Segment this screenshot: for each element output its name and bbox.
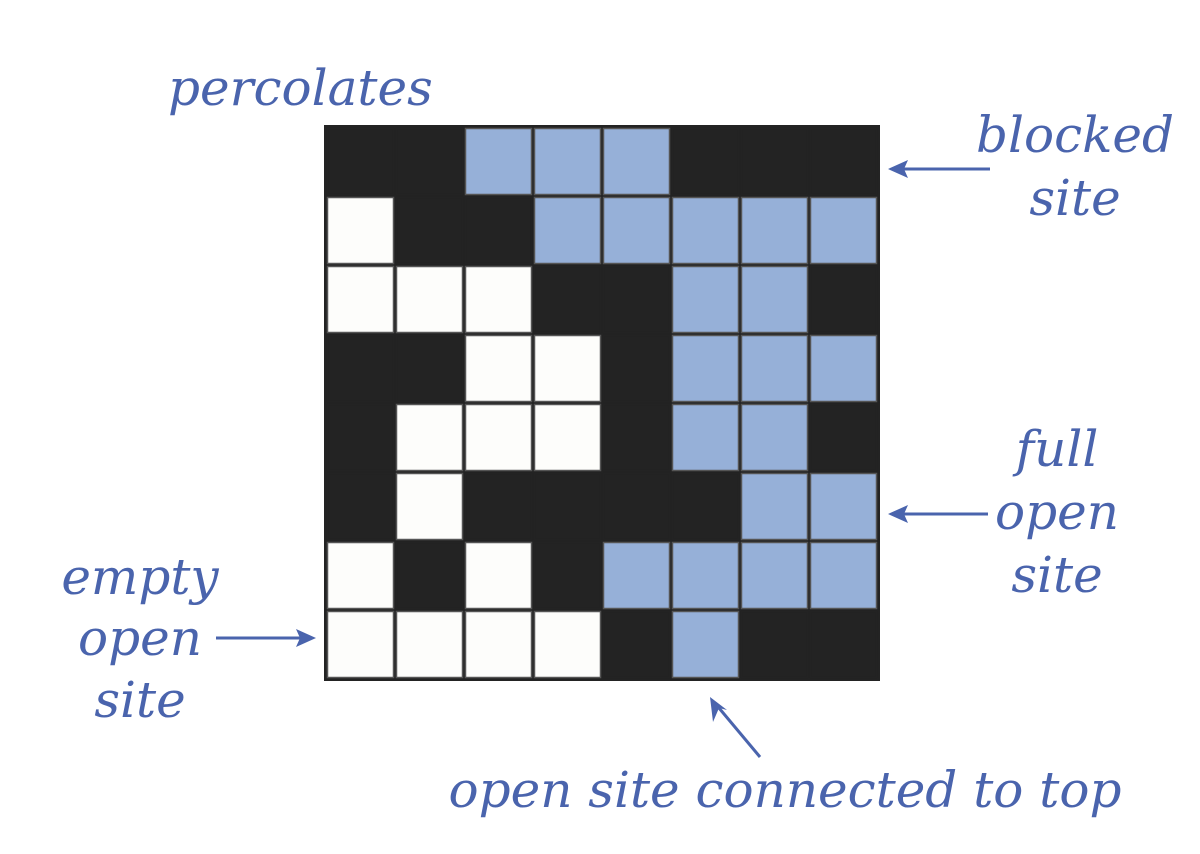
full-site-cell bbox=[671, 334, 740, 403]
blocked-site-cell bbox=[326, 403, 395, 472]
blocked-label-line-2: site bbox=[1029, 169, 1120, 227]
full-site-cell bbox=[740, 472, 809, 541]
empty-site-cell bbox=[533, 403, 602, 472]
blocked-site-cell bbox=[809, 265, 878, 334]
blocked-site-cell bbox=[395, 127, 464, 196]
blocked-site-cell bbox=[395, 196, 464, 265]
empty-site-cell bbox=[326, 541, 395, 610]
blocked-site-cell bbox=[395, 541, 464, 610]
full-site-cell bbox=[671, 610, 740, 679]
blocked-site-cell bbox=[464, 472, 533, 541]
full-site-cell bbox=[740, 541, 809, 610]
full-site-cell bbox=[809, 334, 878, 403]
empty-site-cell bbox=[464, 334, 533, 403]
full-site-cell bbox=[602, 196, 671, 265]
full-site-cell bbox=[809, 541, 878, 610]
empty-site-cell bbox=[464, 403, 533, 472]
empty-site-cell bbox=[395, 403, 464, 472]
connected-label: open site connected to top bbox=[449, 761, 1122, 819]
full-site-cell bbox=[809, 472, 878, 541]
site-grid bbox=[324, 125, 880, 681]
blocked-site-cell bbox=[809, 610, 878, 679]
blocked-site-cell bbox=[533, 265, 602, 334]
full-site-cell bbox=[809, 196, 878, 265]
blocked-site-cell bbox=[395, 334, 464, 403]
blocked-site-cell bbox=[740, 127, 809, 196]
full-site-cell bbox=[602, 541, 671, 610]
empty-label-line-3: site bbox=[94, 671, 185, 729]
full-site-cell bbox=[740, 334, 809, 403]
empty-site-cell bbox=[395, 265, 464, 334]
blocked-site-cell bbox=[602, 334, 671, 403]
empty-site-cell bbox=[326, 196, 395, 265]
empty-site-cell bbox=[326, 610, 395, 679]
blocked-site-arrow-icon bbox=[888, 160, 990, 178]
blocked-site-cell bbox=[602, 610, 671, 679]
empty-label-line-1: empty bbox=[61, 548, 219, 606]
full-site-cell bbox=[533, 196, 602, 265]
blocked-site-cell bbox=[809, 127, 878, 196]
blocked-site-cell bbox=[326, 127, 395, 196]
empty-site-cell bbox=[533, 334, 602, 403]
empty-site-cell bbox=[464, 541, 533, 610]
blocked-site-cell bbox=[326, 472, 395, 541]
empty-site-cell bbox=[464, 265, 533, 334]
blocked-site-cell bbox=[671, 127, 740, 196]
full-site-cell bbox=[740, 265, 809, 334]
empty-site-cell bbox=[533, 610, 602, 679]
blocked-site-cell bbox=[533, 541, 602, 610]
blocked-site-cell bbox=[326, 334, 395, 403]
full-site-cell bbox=[671, 541, 740, 610]
connected-site-arrow-icon bbox=[710, 697, 762, 758]
blocked-label-line-1: blocked bbox=[976, 106, 1174, 164]
diagram-title: percolates bbox=[168, 59, 433, 117]
blocked-site-cell bbox=[809, 403, 878, 472]
empty-site-cell bbox=[395, 610, 464, 679]
full-site-cell bbox=[533, 127, 602, 196]
full-open-site-arrow-icon bbox=[888, 505, 988, 523]
full-site-cell bbox=[602, 127, 671, 196]
full-label-line-2: open bbox=[995, 483, 1119, 541]
full-site-cell bbox=[464, 127, 533, 196]
empty-label-line-2: open bbox=[78, 609, 202, 667]
blocked-site-cell bbox=[602, 403, 671, 472]
empty-site-cell bbox=[326, 265, 395, 334]
empty-open-site-arrow-icon bbox=[216, 629, 316, 647]
blocked-site-cell bbox=[533, 472, 602, 541]
empty-site-cell bbox=[395, 472, 464, 541]
blocked-site-cell bbox=[464, 196, 533, 265]
full-site-cell bbox=[671, 196, 740, 265]
full-site-cell bbox=[671, 403, 740, 472]
blocked-site-cell bbox=[602, 265, 671, 334]
blocked-site-cell bbox=[740, 610, 809, 679]
full-label-line-1: full bbox=[1012, 420, 1099, 478]
full-site-cell bbox=[740, 403, 809, 472]
full-site-cell bbox=[671, 265, 740, 334]
empty-site-cell bbox=[464, 610, 533, 679]
blocked-site-cell bbox=[671, 472, 740, 541]
full-label-line-3: site bbox=[1011, 546, 1102, 604]
full-site-cell bbox=[740, 196, 809, 265]
blocked-site-cell bbox=[602, 472, 671, 541]
